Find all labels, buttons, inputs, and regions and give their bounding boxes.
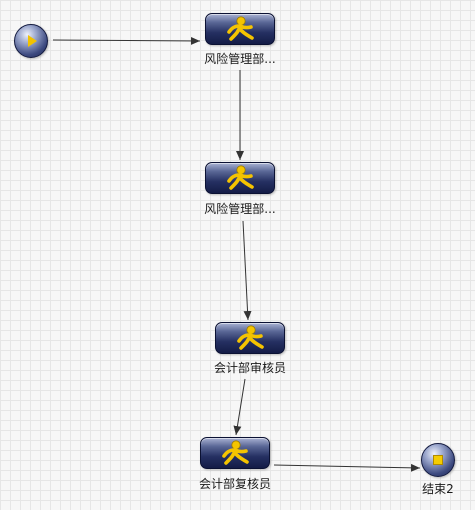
task-4-label: 会计部复核员 <box>198 477 271 491</box>
task-node-2[interactable] <box>205 162 275 194</box>
task-1-label: 风险管理部... <box>204 52 276 66</box>
person-running-icon <box>227 16 254 41</box>
edge-task-2-to-task-3[interactable] <box>242 220 252 321</box>
task-node-1[interactable] <box>205 13 275 45</box>
person-running-icon <box>227 165 254 190</box>
start-node[interactable] <box>14 24 48 58</box>
task-node-3[interactable] <box>215 322 285 354</box>
edge-task-4-to-end[interactable] <box>273 463 421 472</box>
edge-task-3-to-task-4[interactable] <box>233 378 246 436</box>
person-running-icon <box>237 325 264 350</box>
end-node[interactable] <box>421 443 455 477</box>
person-running-icon <box>222 440 249 465</box>
task-3-label: 会计部审核员 <box>213 361 286 375</box>
task-2-label: 风险管理部... <box>204 202 276 216</box>
end-node-label: 结束2 <box>422 482 454 496</box>
play-icon <box>28 35 37 47</box>
stop-icon <box>433 455 443 465</box>
task-node-4[interactable] <box>200 437 270 469</box>
edge-start-to-task-1[interactable] <box>52 36 201 45</box>
